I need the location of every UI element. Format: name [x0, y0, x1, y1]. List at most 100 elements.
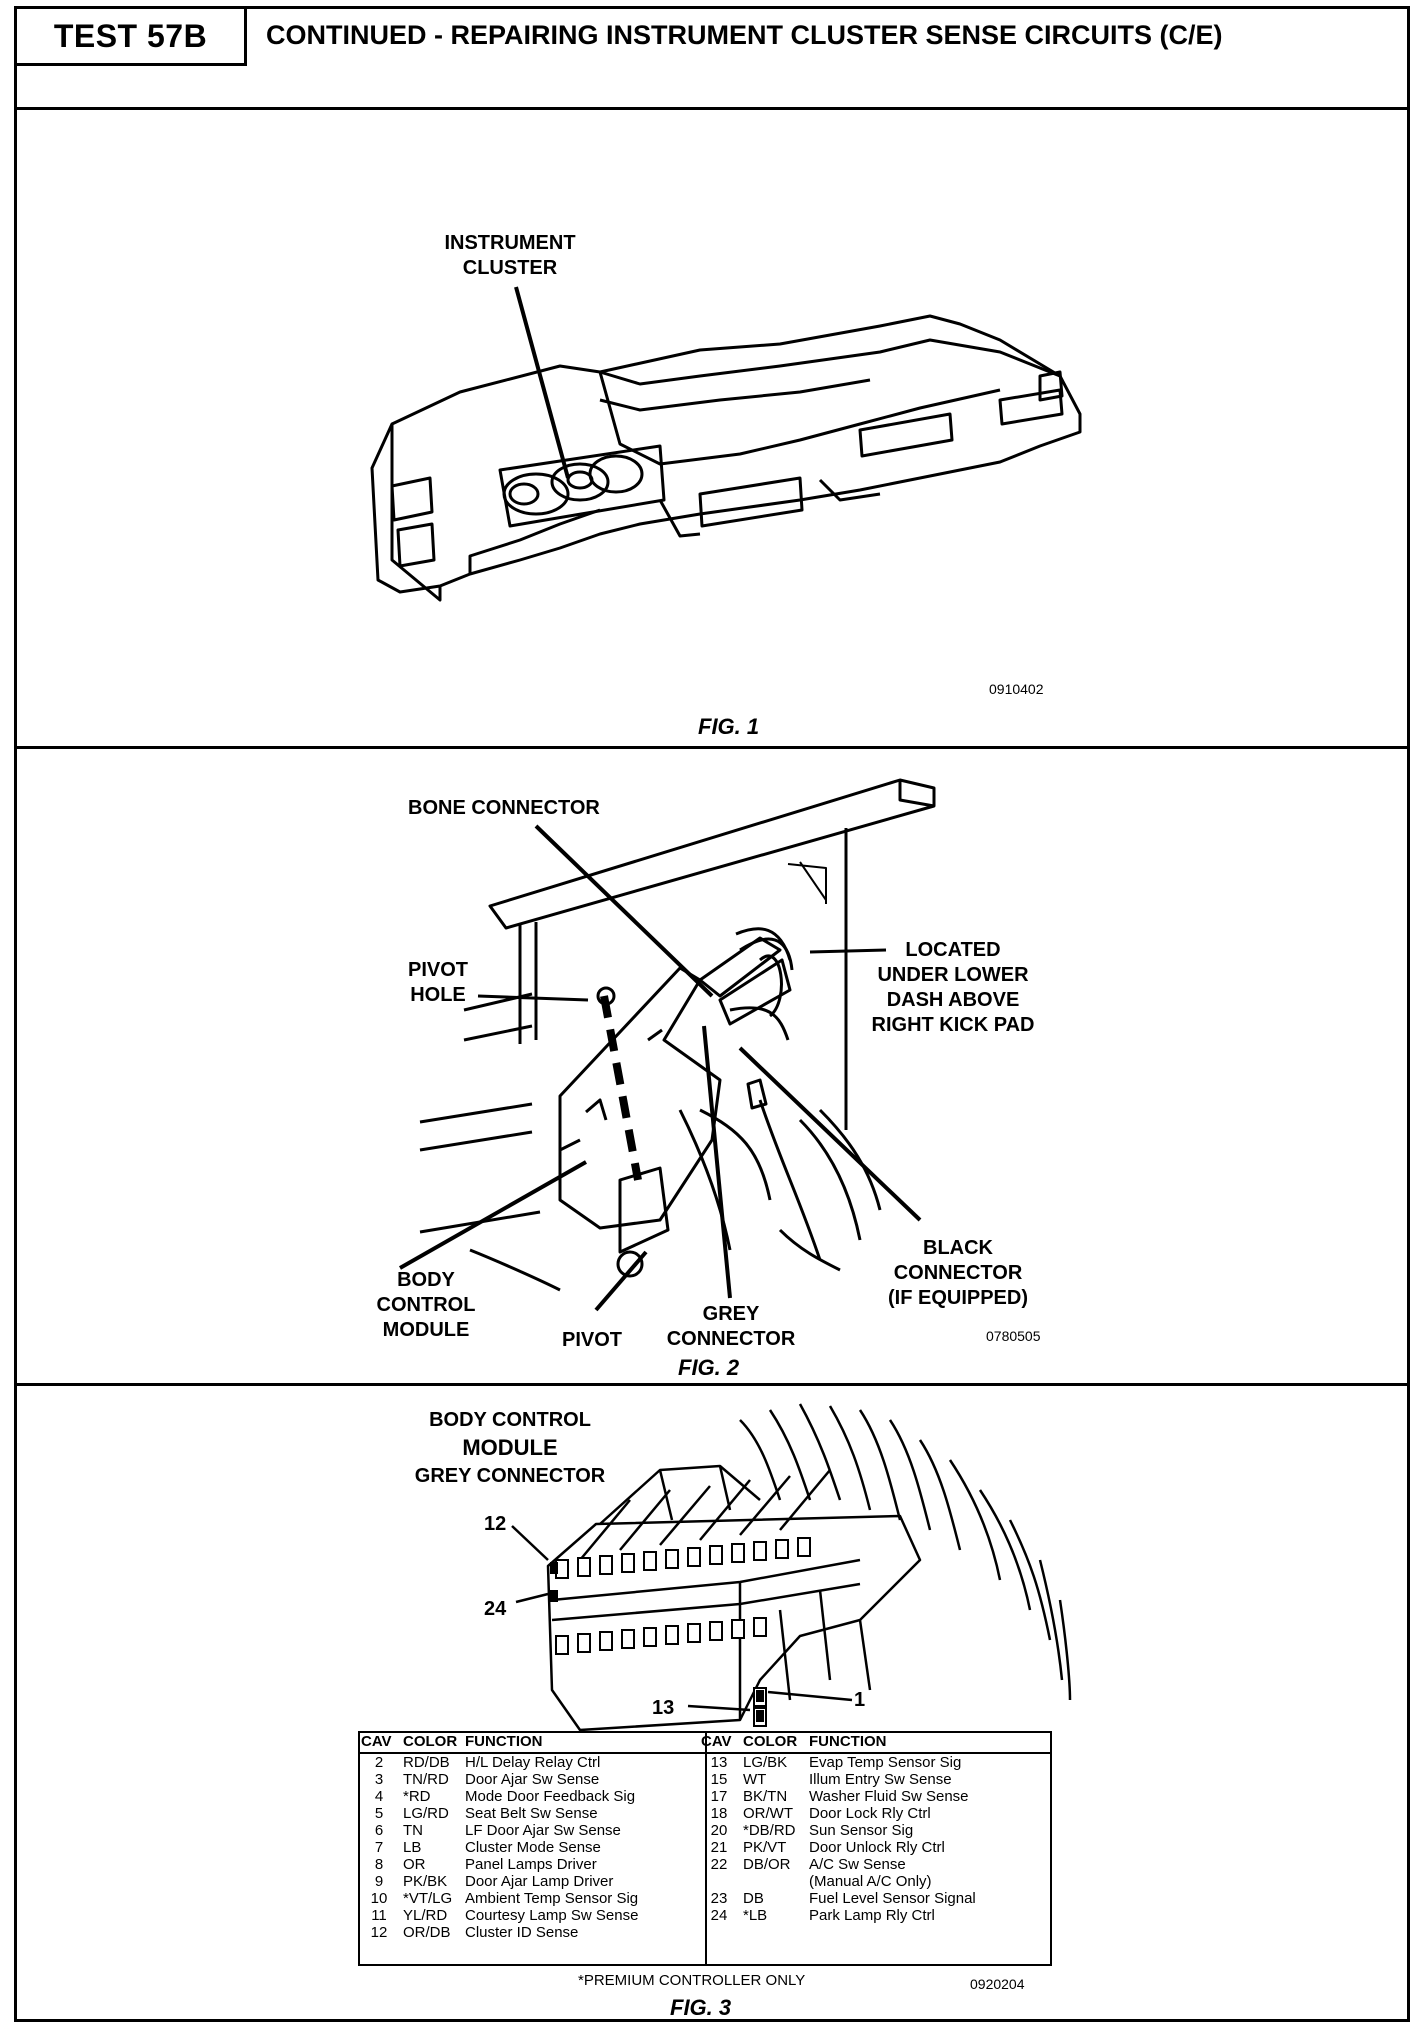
cell-cav: 5	[374, 1805, 384, 1822]
cell-color: PK/BK	[403, 1873, 448, 1890]
cavity-table-divider	[705, 1731, 707, 1966]
cell-color: OR/WT	[743, 1805, 793, 1822]
fig2-code: 0780505	[986, 1328, 1041, 1344]
page-frame	[14, 6, 1410, 2022]
cell-cav: 22	[710, 1856, 728, 1873]
test-id-box: TEST 57B	[14, 6, 247, 66]
cell-color: TN	[403, 1822, 423, 1839]
pin-24-label: 24	[484, 1598, 507, 1620]
table-row: 12 OR/DB Cluster ID Sense	[358, 1924, 1052, 1941]
cell-function: (Manual A/C Only)	[809, 1873, 932, 1890]
cell-function: Seat Belt Sw Sense	[465, 1805, 598, 1822]
cell-function: Evap Temp Sensor Sig	[809, 1754, 962, 1771]
table-row: 9 PK/BK Door Ajar Lamp Driver (Manual A/C O…	[358, 1873, 1052, 1890]
cell-cav: 3	[374, 1771, 384, 1788]
fig2-caption: FIG. 2	[678, 1355, 740, 1380]
table-row: 3 TN/RD Door Ajar Sw Sense 15 WT Illum Entry …	[358, 1771, 1052, 1788]
pin-1-label: 1	[854, 1689, 866, 1711]
cell-cav: 23	[710, 1890, 728, 1907]
cell-function: Cluster Mode Sense	[465, 1839, 601, 1856]
cell-function: Courtesy Lamp Sw Sense	[465, 1907, 639, 1924]
divider-header	[14, 107, 1410, 110]
cell-function: Door Ajar Lamp Driver	[465, 1873, 614, 1890]
cell-function: Ambient Temp Sensor Sig	[465, 1890, 639, 1907]
cell-function: Mode Door Feedback Sig	[465, 1788, 636, 1805]
cell-color: *LB	[743, 1907, 768, 1924]
table-row: 11 YL/RD Courtesy Lamp Sw Sense 24 *LB Park L…	[358, 1907, 1052, 1924]
cell-color	[740, 1924, 806, 1941]
cell-color: *RD	[403, 1788, 431, 1805]
cell-function: Washer Fluid Sw Sense	[809, 1788, 969, 1805]
cell-cav: 13	[710, 1754, 728, 1771]
pin-13-label: 13	[652, 1697, 675, 1719]
premium-footnote: *PREMIUM CONTROLLER ONLY	[578, 1972, 806, 1989]
cell-cav: 4	[374, 1788, 384, 1805]
divider-fig2	[14, 1383, 1410, 1386]
cell-function: Fuel Level Sensor Signal	[809, 1890, 976, 1907]
cell-cav: 18	[710, 1805, 728, 1822]
cell-function: Door Ajar Sw Sense	[465, 1771, 600, 1788]
fig3-code: 0920204	[970, 1976, 1025, 1992]
cell-color: DB/OR	[743, 1856, 791, 1873]
cell-cav: 15	[710, 1771, 728, 1788]
dashboard-illustration	[370, 286, 1082, 602]
table-row: 6 TN LF Door Ajar Sw Sense 20 *DB/RD Sun Sens…	[358, 1822, 1052, 1839]
fig1-code: 0910402	[989, 681, 1044, 697]
grey-connector-illustration	[511, 1403, 1072, 1732]
fig3-caption: FIG. 3	[670, 1995, 732, 2020]
cell-cav	[698, 1873, 740, 1890]
cell-color: BK/TN	[743, 1788, 788, 1805]
cell-function: Sun Sensor Sig	[809, 1822, 914, 1839]
cell-function: LF Door Ajar Sw Sense	[465, 1822, 621, 1839]
cell-color: RD/DB	[403, 1754, 450, 1771]
cell-color: TN/RD	[403, 1771, 449, 1788]
cell-color: *DB/RD	[743, 1822, 796, 1839]
cell-cav: 10	[370, 1890, 388, 1907]
cell-cav: 11	[371, 1907, 387, 1924]
cell-cav: 8	[374, 1856, 384, 1873]
header-color: COLOR	[740, 1731, 806, 1754]
cell-function	[806, 1924, 1052, 1941]
cell-color: LG/RD	[403, 1805, 449, 1822]
cell-function: Illum Entry Sw Sense	[809, 1771, 952, 1788]
cell-cav: 12	[370, 1924, 388, 1941]
cell-cav: 9	[374, 1873, 384, 1890]
pivot-label: PIVOT	[562, 1329, 623, 1351]
header-cav: CAV	[698, 1731, 740, 1754]
cell-color: YL/RD	[403, 1907, 448, 1924]
fig1-caption: FIG. 1	[698, 714, 760, 739]
cell-color: *VT/LG	[403, 1890, 453, 1907]
header-function: FUNCTION	[806, 1731, 1052, 1754]
cell-function: Door Unlock Rly Ctrl	[809, 1839, 945, 1856]
cell-cav: 20	[710, 1822, 728, 1839]
cell-color	[740, 1873, 806, 1890]
cell-cav: 17	[710, 1788, 728, 1805]
cell-color: WT	[743, 1771, 767, 1788]
pin-12-label: 12	[484, 1513, 507, 1535]
cell-color: LG/BK	[743, 1754, 788, 1771]
cell-function: Park Lamp Rly Ctrl	[809, 1907, 935, 1924]
cell-color: OR/DB	[403, 1924, 451, 1941]
cell-cav: 6	[374, 1822, 384, 1839]
header-function: FUNCTION	[462, 1731, 698, 1754]
header-cav: CAV	[358, 1731, 400, 1754]
cell-color: DB	[743, 1890, 764, 1907]
cell-cav: 21	[710, 1839, 728, 1856]
cell-function: H/L Delay Relay Ctrl	[465, 1754, 601, 1771]
table-row: 4 *RD Mode Door Feedback Sig 17 BK/TN Washer …	[358, 1788, 1052, 1805]
cell-function: Cluster ID Sense	[465, 1924, 579, 1941]
cell-color: PK/VT	[743, 1839, 787, 1856]
header-color: COLOR	[400, 1731, 462, 1754]
bone-connector-label: BONE CONNECTOR	[408, 797, 600, 819]
cell-cav: 24	[710, 1907, 728, 1924]
